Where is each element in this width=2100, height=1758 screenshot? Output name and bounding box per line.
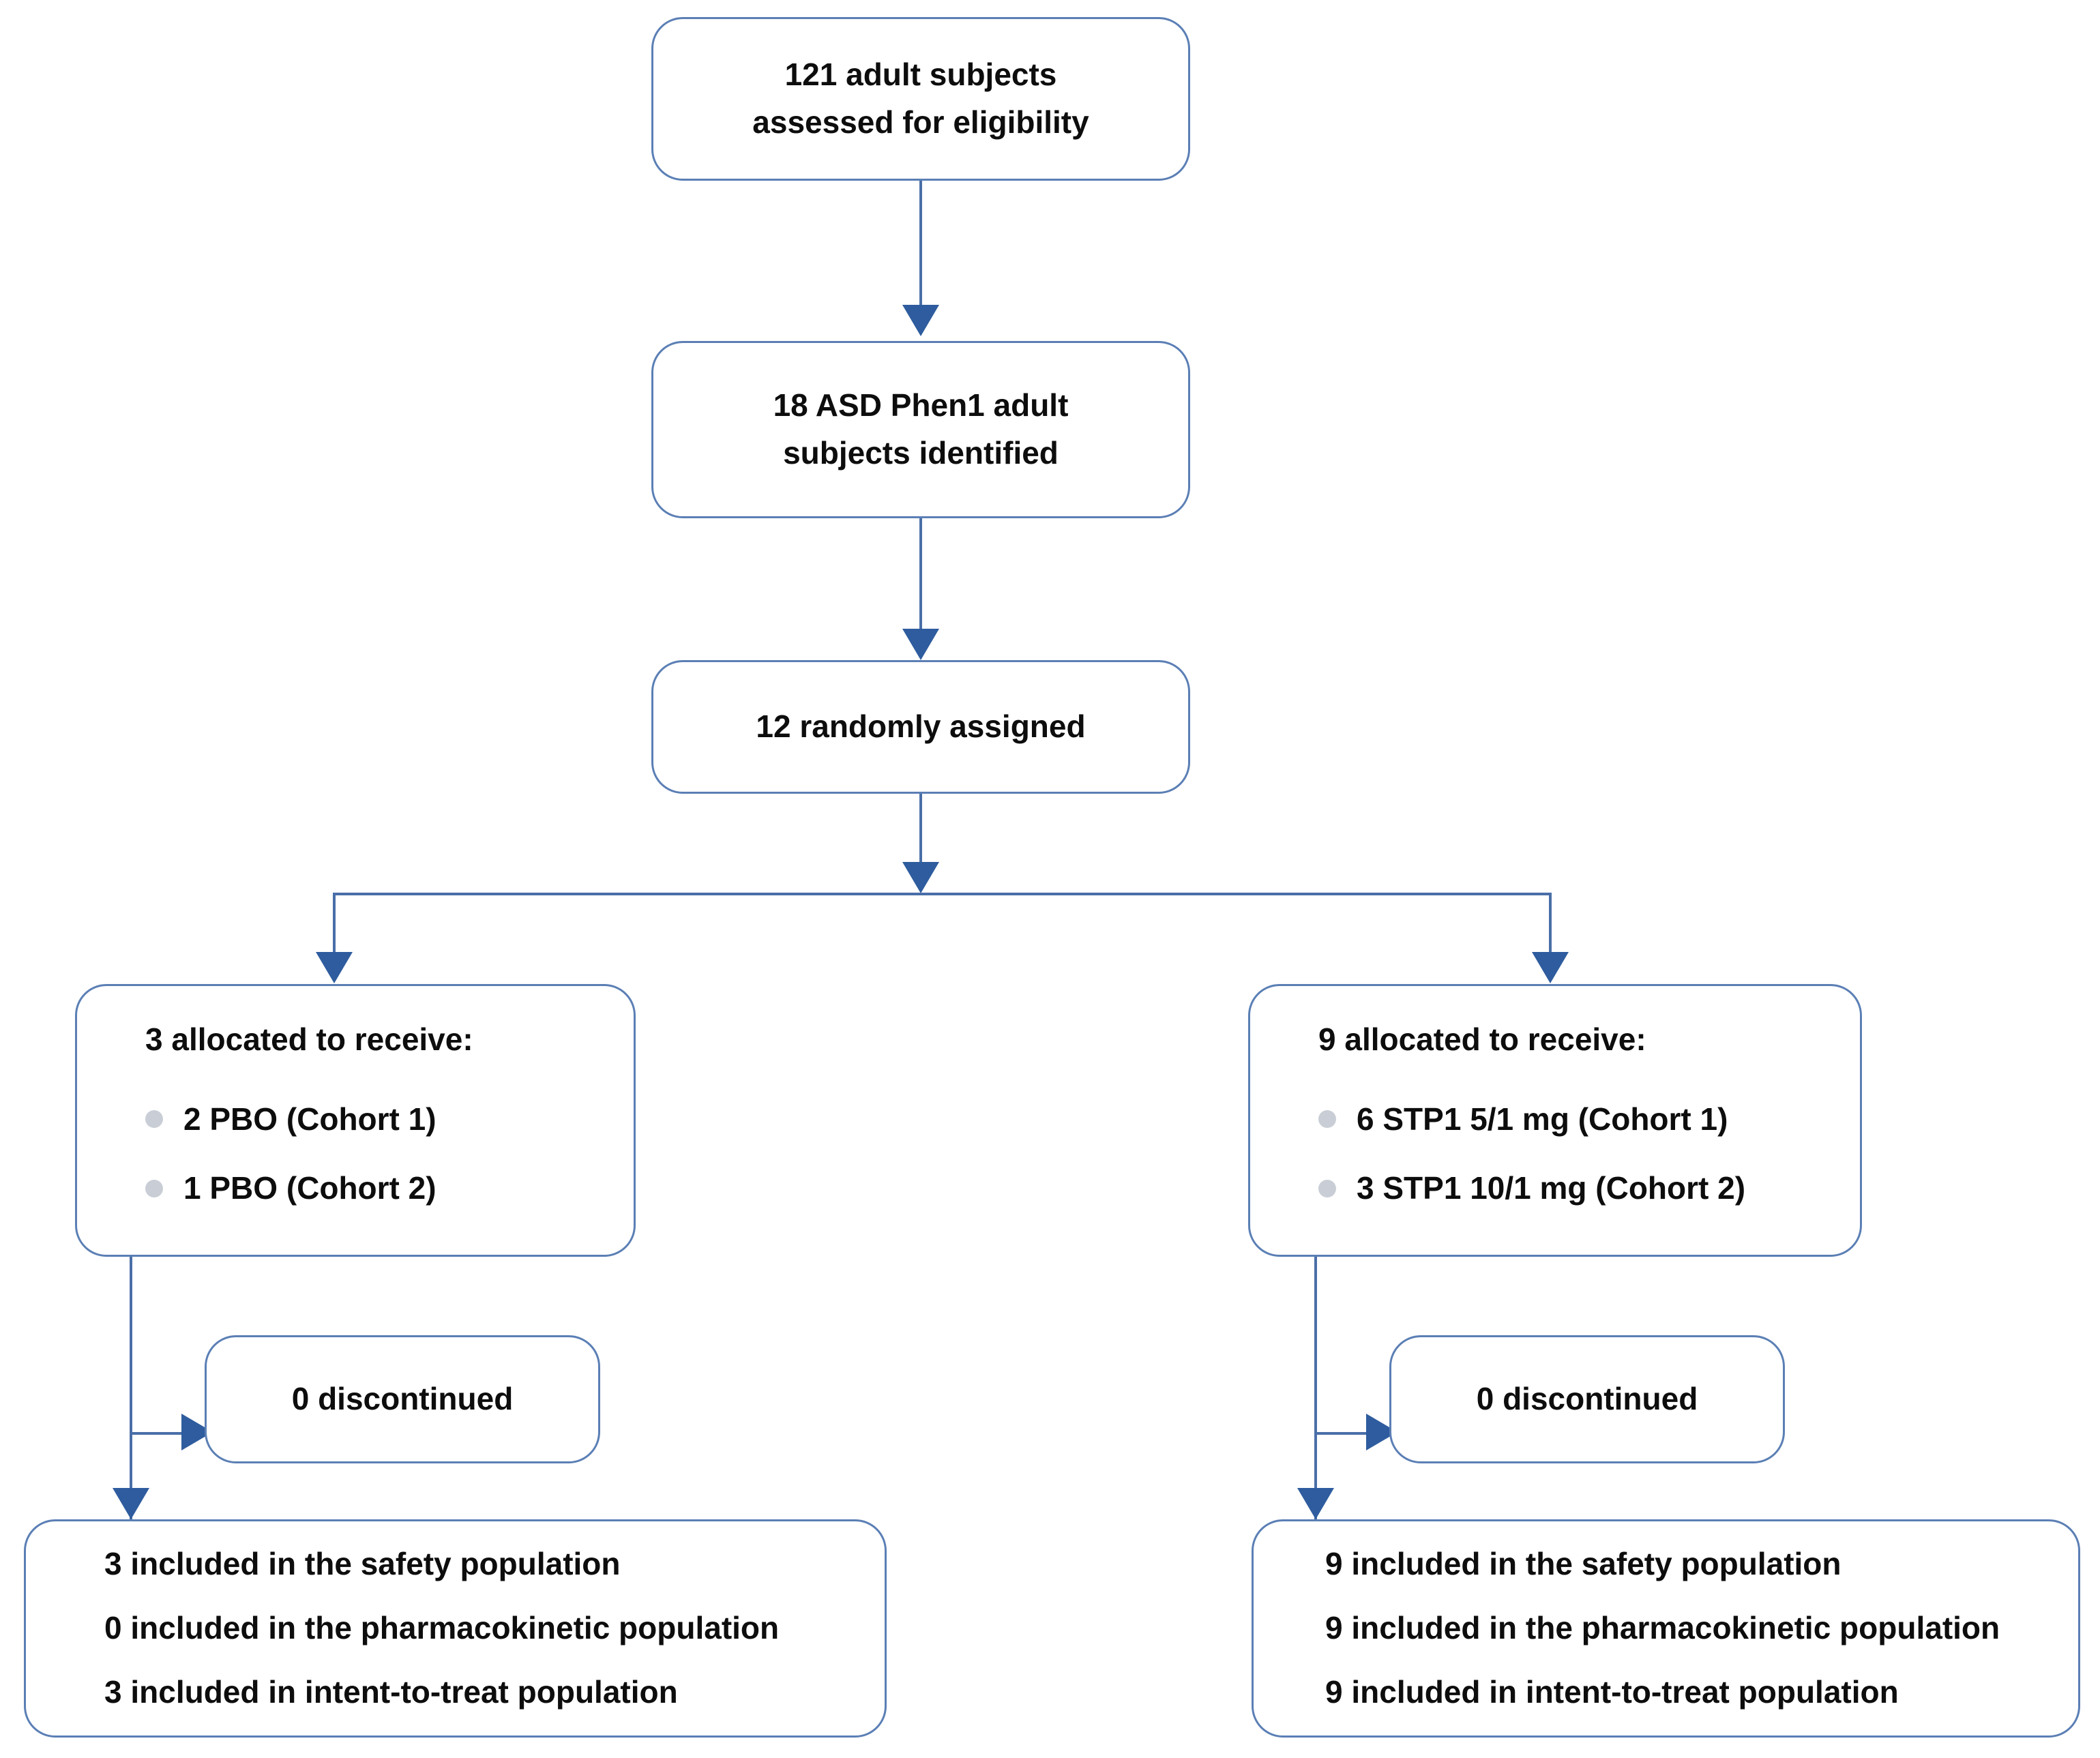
allocation-left-bullet-2: 1 PBO (Cohort 2) [145,1169,634,1208]
population-right-line-2: 9 included in the pharmacokinetic popula… [1325,1610,2000,1646]
node-population-right: 9 included in the safety population 9 in… [1252,1519,2080,1738]
left-branch-spine [130,1257,132,1523]
allocation-left-bullet-1: 2 PBO (Cohort 1) [145,1100,634,1139]
arrowhead-split-right [1532,952,1569,983]
population-left-line-1: 3 included in the safety population [104,1546,621,1582]
node-population-left: 3 included in the safety population 0 in… [24,1519,887,1738]
population-right-line-3: 9 included in intent-to-treat population [1325,1673,1899,1710]
arrowhead-right-to-population [1297,1488,1334,1519]
split-drop-left [333,893,336,954]
arrowhead-split-left [316,952,353,983]
allocation-right-bullet-1-label: 6 STP1 5/1 mg (Cohort 1) [1357,1101,1728,1137]
arrowhead-randomized-to-split [902,862,939,893]
arrowhead-identified-to-randomized [902,629,939,660]
right-branch-spine [1314,1257,1317,1523]
right-branch-to-discontinued-line [1314,1432,1367,1435]
bullet-dot-icon [1318,1179,1336,1197]
node-allocation-right: 9 allocated to receive: 6 STP1 5/1 mg (C… [1248,984,1862,1257]
split-drop-right [1549,893,1552,954]
population-left-line-2: 0 included in the pharmacokinetic popula… [104,1610,780,1646]
arrowhead-screening-to-identified [902,305,939,336]
node-discontinued-right-label: 0 discontinued [1476,1381,1698,1417]
allocation-right-bullet-1: 6 STP1 5/1 mg (Cohort 1) [1318,1100,1860,1139]
node-screening: 121 adult subjects assessed for eligibil… [651,17,1190,181]
node-randomized-line1: 12 randomly assigned [756,709,1086,745]
bullet-dot-icon [145,1110,163,1129]
connector-screening-to-identified [919,181,922,306]
population-right-line-1: 9 included in the safety population [1325,1546,1842,1582]
allocation-left-bullet-2-label: 1 PBO (Cohort 2) [183,1170,437,1206]
connector-identified-to-randomized [919,518,922,630]
node-screening-line1: 121 adult subjects [784,57,1057,93]
allocation-right-heading: 9 allocated to receive: [1318,1022,1646,1058]
node-identified-line2: subjects identified [783,435,1059,471]
node-allocation-left: 3 allocated to receive: 2 PBO (Cohort 1)… [75,984,636,1257]
allocation-left-heading: 3 allocated to receive: [145,1022,473,1058]
allocation-left-bullet-1-label: 2 PBO (Cohort 1) [183,1101,437,1137]
split-bar-horizontal [333,893,1552,895]
node-randomized: 12 randomly assigned [651,660,1190,794]
arrowhead-left-to-population [113,1488,149,1519]
bullet-dot-icon [145,1179,163,1197]
population-left-line-3: 3 included in intent-to-treat population [104,1673,678,1710]
node-discontinued-left: 0 discontinued [205,1335,600,1463]
allocation-right-bullet-2: 3 STP1 10/1 mg (Cohort 2) [1318,1169,1860,1208]
allocation-right-bullet-2-label: 3 STP1 10/1 mg (Cohort 2) [1357,1170,1746,1206]
node-screening-line2: assessed for eligibility [752,104,1089,140]
left-branch-to-discontinued-line [130,1432,183,1435]
node-discontinued-left-label: 0 discontinued [291,1381,514,1417]
node-discontinued-right: 0 discontinued [1389,1335,1785,1463]
node-identified-line1: 18 ASD Phen1 adult [773,387,1069,423]
bullet-dot-icon [1318,1110,1336,1129]
node-identified: 18 ASD Phen1 adult subjects identified [651,341,1190,518]
connector-randomized-to-split [919,794,922,865]
